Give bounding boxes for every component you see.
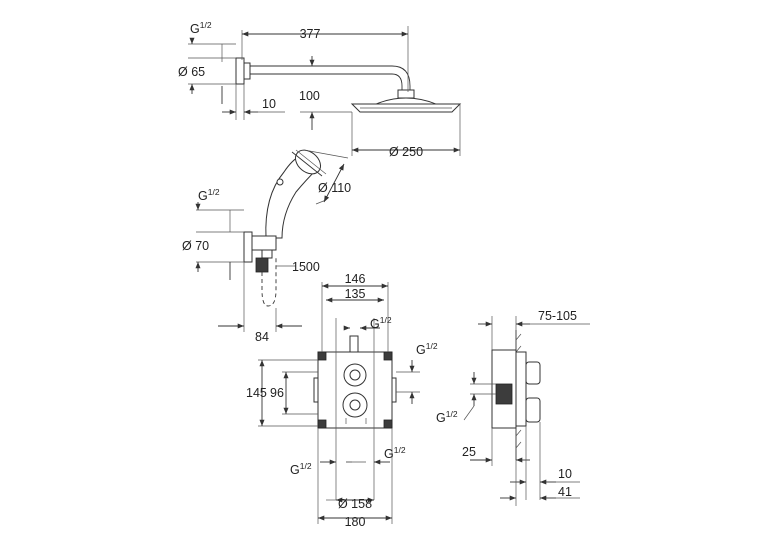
- hand-wall-outlet: [243, 231, 253, 263]
- box-d158-label: Ø 158: [338, 497, 372, 511]
- hand-shower-group: Ø 110 G1/2 Ø 70 1500 84: [182, 149, 351, 344]
- side-41-label: 41: [558, 485, 572, 499]
- hand-d110-label: Ø 110: [318, 181, 351, 195]
- box-g-bottom-left-label: G1/2: [290, 461, 312, 477]
- head-d250-label: Ø 250: [389, 145, 423, 159]
- head-d65-label: Ø 65: [178, 65, 205, 79]
- concealed-box-side-group: 75-105 G1/2 25 10 41: [436, 309, 590, 506]
- side-10-label: 10: [558, 467, 572, 481]
- hand-hose: [261, 256, 277, 307]
- head-shower-group: G1/2 Ø 65 377 100 10 Ø 250: [178, 20, 462, 159]
- hand-holder: [251, 235, 277, 251]
- box-96-label: 96: [270, 386, 284, 400]
- side-upper-cartridge: [525, 361, 541, 385]
- head-377-label: 377: [300, 27, 321, 41]
- box-g-top-label: G1/2: [370, 315, 392, 331]
- hand-84-label: 84: [255, 330, 269, 344]
- hand-1500-label: 1500: [292, 260, 320, 274]
- head-g-label: G1/2: [190, 20, 212, 36]
- concealed-box-front-group: 146 135 G1/2 G1/2 145 96 G1/2 G1/2 Ø 158…: [246, 272, 438, 529]
- side-75-105-label: 75-105: [538, 309, 577, 323]
- hand-g-label: G1/2: [198, 187, 220, 203]
- head-shower-arm: [250, 65, 411, 92]
- head-wall-flange: [235, 57, 245, 85]
- box-g-right-label: G1/2: [416, 341, 438, 357]
- head-10-label: 10: [262, 97, 276, 111]
- side-lower-cartridge: [525, 397, 541, 423]
- head-100-label: 100: [299, 89, 320, 103]
- box-135-label: 135: [345, 287, 366, 301]
- side-g-label: G1/2: [436, 409, 458, 425]
- box-top-inlet: [349, 335, 359, 353]
- box-146-label: 146: [345, 272, 366, 286]
- box-g-bottom-right-label: G1/2: [384, 445, 406, 461]
- hand-d70-label: Ø 70: [182, 239, 209, 253]
- side-25-label: 25: [462, 445, 476, 459]
- box-180-label: 180: [345, 515, 366, 529]
- box-145-label: 145: [246, 386, 267, 400]
